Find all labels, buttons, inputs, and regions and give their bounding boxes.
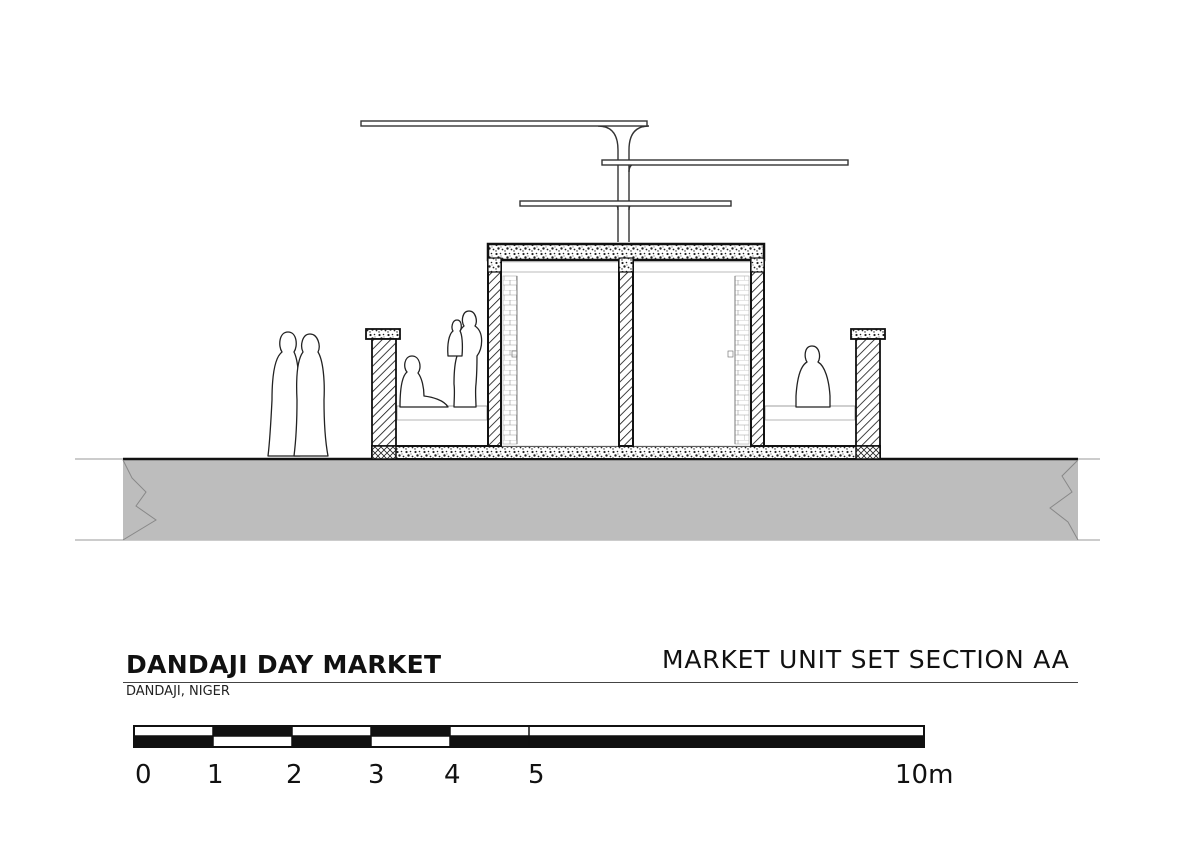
scale-bar [133, 725, 925, 748]
seated-figure-icon [795, 345, 831, 408]
project-location: DANDAJI, NIGER [126, 684, 230, 699]
scale-label-2: 2 [286, 760, 303, 790]
scale-label-5: 5 [528, 760, 545, 790]
scale-label-4: 4 [444, 760, 461, 790]
footing-left [371, 445, 397, 460]
scale-label-3: 3 [368, 760, 385, 790]
bench-left [396, 405, 488, 421]
people-silhouettes [267, 310, 831, 457]
section-title: MARKET UNIT SET SECTION AA [662, 645, 1070, 674]
title-divider [123, 682, 1078, 683]
child-figure-icon [447, 319, 464, 357]
market-unit [486, 242, 766, 447]
low-wall-right [850, 328, 886, 447]
project-title: DANDAJI DAY MARKET [126, 650, 442, 679]
woman-figure-icon [293, 333, 329, 457]
low-wall-left [365, 328, 401, 447]
seated-figure-icon [399, 355, 449, 408]
scale-label-0: 0 [135, 760, 152, 790]
woman-figure-icon [267, 331, 301, 457]
scale-label-1: 1 [207, 760, 224, 790]
canopy-structure [360, 120, 849, 242]
floor-slab [371, 445, 881, 460]
ground [75, 457, 1100, 541]
scale-label-10m: 10m [895, 760, 954, 790]
bench-right [764, 405, 856, 421]
footing-right [855, 445, 881, 460]
